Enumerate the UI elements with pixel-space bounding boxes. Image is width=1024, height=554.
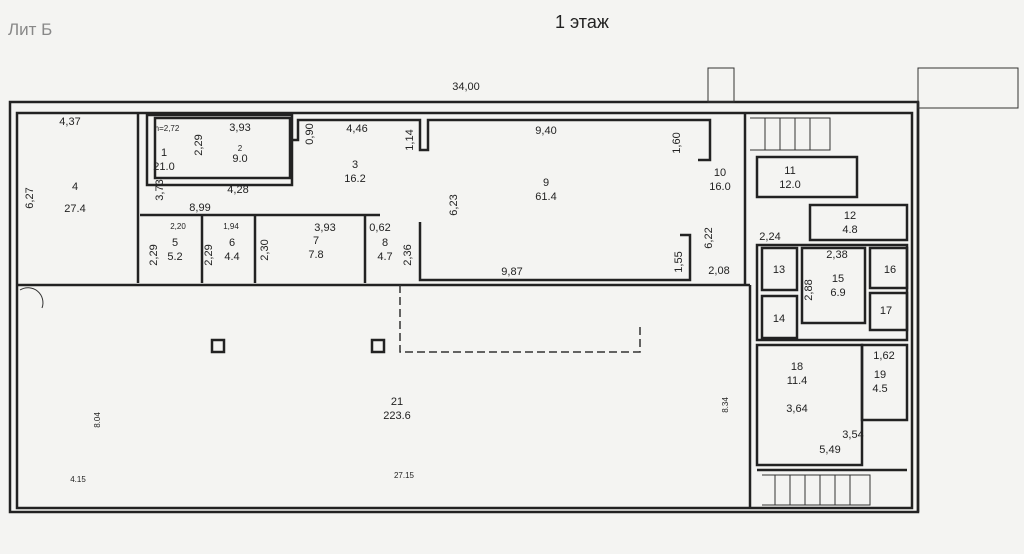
room-area: 7.8 <box>308 249 323 261</box>
dim: 2,08 <box>708 265 729 277</box>
room-number: 5 <box>172 237 178 249</box>
room-number: 19 <box>874 369 886 381</box>
dim: 9,87 <box>501 266 522 278</box>
dim: 8,99 <box>189 202 210 214</box>
dim: 6,27 <box>24 187 36 208</box>
room-area: 9.0 <box>232 153 247 165</box>
ceiling-height: h=2,72 <box>155 124 180 133</box>
room-area: 6.9 <box>830 287 845 299</box>
room-number: 2 <box>238 144 243 153</box>
room-area: 12.0 <box>779 179 800 191</box>
dim: 2,30 <box>259 239 271 260</box>
overall-width: 34,00 <box>452 81 480 93</box>
room-area: 4.7 <box>377 251 392 263</box>
dim: 3,73 <box>154 179 166 200</box>
dim: 4,28 <box>227 184 248 196</box>
dim: 1,94 <box>223 222 239 231</box>
room-number: 7 <box>313 235 319 247</box>
dim: 2,20 <box>170 222 186 231</box>
room-number: 8 <box>382 237 388 249</box>
room-number: 16 <box>884 264 896 276</box>
dim: 4.15 <box>70 475 86 484</box>
room-number: 18 <box>791 361 803 373</box>
room-number: 1 <box>161 147 167 159</box>
dim: 4,46 <box>346 123 367 135</box>
dim: 3,64 <box>786 403 807 415</box>
room-area: 61.4 <box>535 191 556 203</box>
dim: 8.04 <box>93 412 102 428</box>
room-number: 4 <box>72 181 78 193</box>
room-area: 16.2 <box>344 173 365 185</box>
room-area: 4.4 <box>224 251 239 263</box>
room-area: 27.4 <box>64 203 85 215</box>
room-area: 16.0 <box>709 181 730 193</box>
dim: 2,29 <box>148 244 160 265</box>
room-area: 4.8 <box>842 224 857 236</box>
building-label: Лит Б <box>8 20 53 39</box>
room-area: 21.0 <box>153 161 174 173</box>
room-number: 11 <box>784 165 795 177</box>
floor-title: 1 этаж <box>555 12 609 32</box>
dim: 1,14 <box>404 129 416 150</box>
dim: 0,62 <box>369 222 390 234</box>
room-area: 4.5 <box>872 383 887 395</box>
labels: 34,00 4,37 6,27 4 27.4 h=2,72 1 21.0 3,9… <box>24 81 896 484</box>
dim: 2,29 <box>193 134 205 155</box>
dim: 9,40 <box>535 125 556 137</box>
dim: 6,22 <box>703 227 715 248</box>
dim: 27.15 <box>394 471 415 480</box>
room-area: 223.6 <box>383 410 411 422</box>
dim: 2,36 <box>402 244 414 265</box>
room-number: 3 <box>352 159 358 171</box>
room-area: 5.2 <box>167 251 182 263</box>
walls <box>8 100 920 514</box>
room-number: 17 <box>880 305 892 317</box>
room-number: 6 <box>229 237 235 249</box>
room-number: 10 <box>714 167 726 179</box>
dim: 1,55 <box>673 251 685 272</box>
dim: 3,93 <box>314 222 335 234</box>
room-number: 12 <box>844 210 856 222</box>
stairs <box>19 67 1019 506</box>
room-area: 11.4 <box>787 375 808 387</box>
dim: 8.34 <box>721 397 730 413</box>
dim: 1,62 <box>873 350 894 362</box>
dim: 3,54 <box>842 429 863 441</box>
dim: 2,24 <box>759 231 780 243</box>
room-number: 21 <box>391 396 403 408</box>
dim: 3,93 <box>229 122 250 134</box>
dim: 5,49 <box>819 444 840 456</box>
room-number: 15 <box>832 273 844 285</box>
room-number: 14 <box>773 313 785 325</box>
dim: 6,23 <box>448 194 460 215</box>
dim: 2,29 <box>203 244 215 265</box>
dim: 4,37 <box>59 116 80 128</box>
room-number: 13 <box>773 264 785 276</box>
dim: 0,90 <box>304 123 316 144</box>
room-number: 9 <box>543 177 549 189</box>
dim: 1,60 <box>671 132 683 153</box>
dim: 2,88 <box>803 279 815 300</box>
dim: 2,38 <box>826 249 847 261</box>
